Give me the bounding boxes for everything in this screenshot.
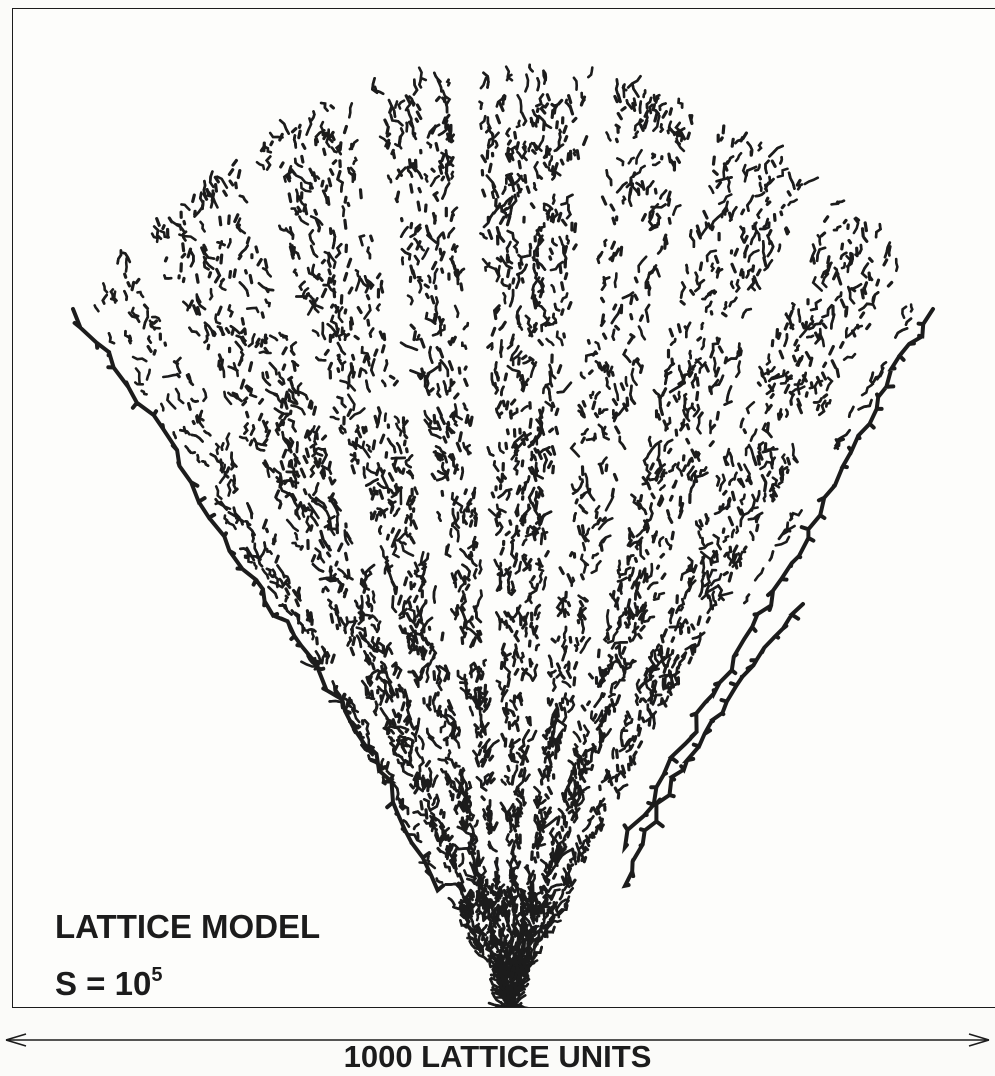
cluster-outer-arm [625, 309, 934, 847]
parameter-label: S = 105 [55, 955, 162, 1004]
cluster-branches [95, 67, 913, 1008]
parameter-exponent: 5 [151, 964, 162, 986]
parameter-prefix: S = 10 [55, 965, 151, 1002]
scale-label: 1000 LATTICE UNITS [0, 1038, 995, 1076]
figure-frame: LATTICE MODEL S = 105 [12, 8, 995, 1008]
model-label: LATTICE MODEL [55, 907, 320, 947]
cluster-outer-arm [73, 309, 443, 890]
branching-cluster [13, 9, 995, 1008]
cluster-outer-arm [625, 604, 803, 886]
